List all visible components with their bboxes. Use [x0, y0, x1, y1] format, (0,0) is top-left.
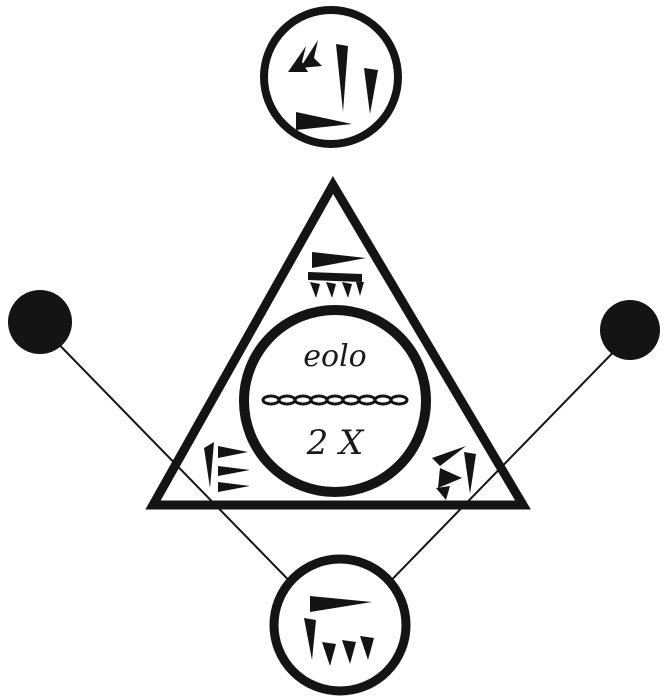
triangle-left-cuneiform-icon — [204, 442, 250, 492]
bottom-circle-seal — [274, 559, 406, 691]
right-black-dot — [600, 300, 660, 360]
triangle-right-cuneiform-icon — [432, 446, 476, 500]
top-circle-seal — [264, 10, 398, 144]
center-script-bottom: 2 X — [306, 423, 365, 463]
central-circle-seal: eolo 2 X — [244, 310, 426, 492]
left-black-dot — [8, 290, 72, 354]
triangle-apex-cuneiform-icon — [308, 252, 366, 298]
center-script-top: eolo — [303, 339, 366, 374]
